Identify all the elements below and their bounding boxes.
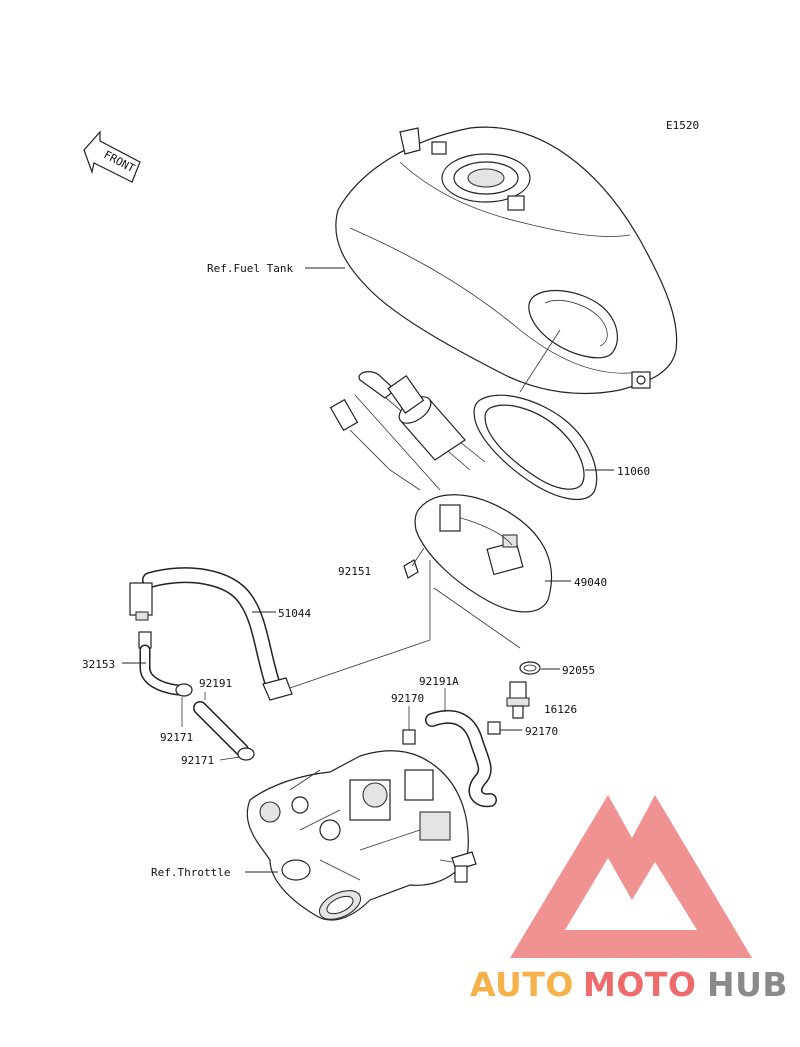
fuel-tank [335,126,678,395]
watermark-moto: MOTO [583,965,696,1004]
hose-92191a [425,688,497,808]
label-16126: 16126 [544,703,577,716]
front-arrow-icon: FRONT [83,130,141,183]
label-92171-b: 92171 [181,754,214,767]
label-ref-throttle: Ref.Throttle [151,866,230,879]
hose-51044 [129,567,293,701]
watermark-auto: AUTO [470,965,574,1004]
watermark-hub: HUB [707,965,788,1004]
label-51044: 51044 [278,607,311,620]
logo-triangle-icon [510,795,752,958]
label-92151: 92151 [338,565,371,578]
fitting-16126 [506,681,530,719]
label-92170-a: 92170 [391,692,424,705]
diagram-code: E1520 [666,119,699,132]
label-49040: 49040 [574,576,607,589]
hose-92191 [193,692,249,757]
label-92191: 92191 [199,677,232,690]
label-92170-b: 92170 [525,725,558,738]
throttle-body [246,750,477,921]
automotohub-logo [510,795,752,958]
label-32153: 32153 [82,658,115,671]
clamp-92171-upper [175,683,193,727]
fuel-pump-49040 [329,371,553,613]
label-ref-fuel-tank: Ref.Fuel Tank [207,262,293,275]
automotohub-watermark: AUTO MOTO HUB [470,965,788,1004]
fitting-32153 [138,631,184,696]
clamp-92171-lower [219,747,255,761]
o-ring-92055 [519,661,541,675]
clamp-92170-b [487,721,522,735]
label-11060: 11060 [617,465,650,478]
label-92171-a: 92171 [160,731,193,744]
label-92191a: 92191A [419,675,459,688]
screw-92151 [403,547,425,579]
gasket-11060 [473,394,598,500]
clamp-92170-a [402,706,416,745]
label-92055: 92055 [562,664,595,677]
